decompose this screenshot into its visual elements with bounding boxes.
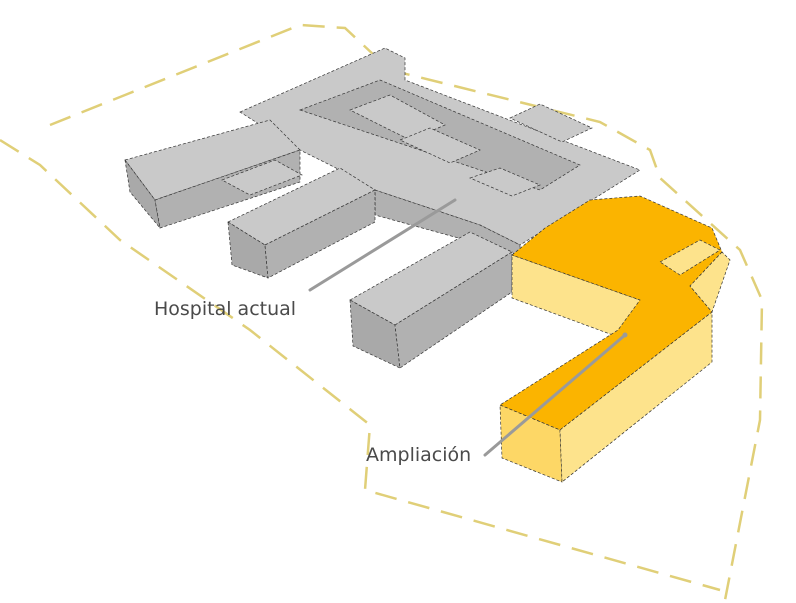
extension-side	[559, 311, 713, 483]
extension-terrace	[659, 239, 721, 276]
hospital-actual-label: Hospital actual	[154, 298, 297, 320]
hospital-actual-leader	[308, 198, 457, 292]
courtyard-block	[349, 94, 446, 141]
courtyard-block-2	[399, 127, 481, 164]
extension-east-side	[689, 251, 731, 313]
ampliacion-leader	[483, 333, 627, 457]
site-boundary-outer	[0, 138, 721, 592]
existing-hospital	[124, 47, 641, 369]
right-wing-front	[349, 299, 401, 369]
right-wing-top	[349, 231, 513, 326]
hospital-extension	[499, 195, 731, 483]
site-boundary	[49, 23, 764, 601]
left-wing-front	[124, 159, 161, 230]
courtyard-block-3	[469, 167, 541, 197]
ampliacion-leader-dot	[622, 332, 628, 338]
rear-tab	[509, 103, 593, 143]
left-wing-annex	[221, 159, 303, 196]
middle-wing-side	[264, 189, 376, 279]
ampliacion-label: Ampliación	[366, 444, 472, 466]
